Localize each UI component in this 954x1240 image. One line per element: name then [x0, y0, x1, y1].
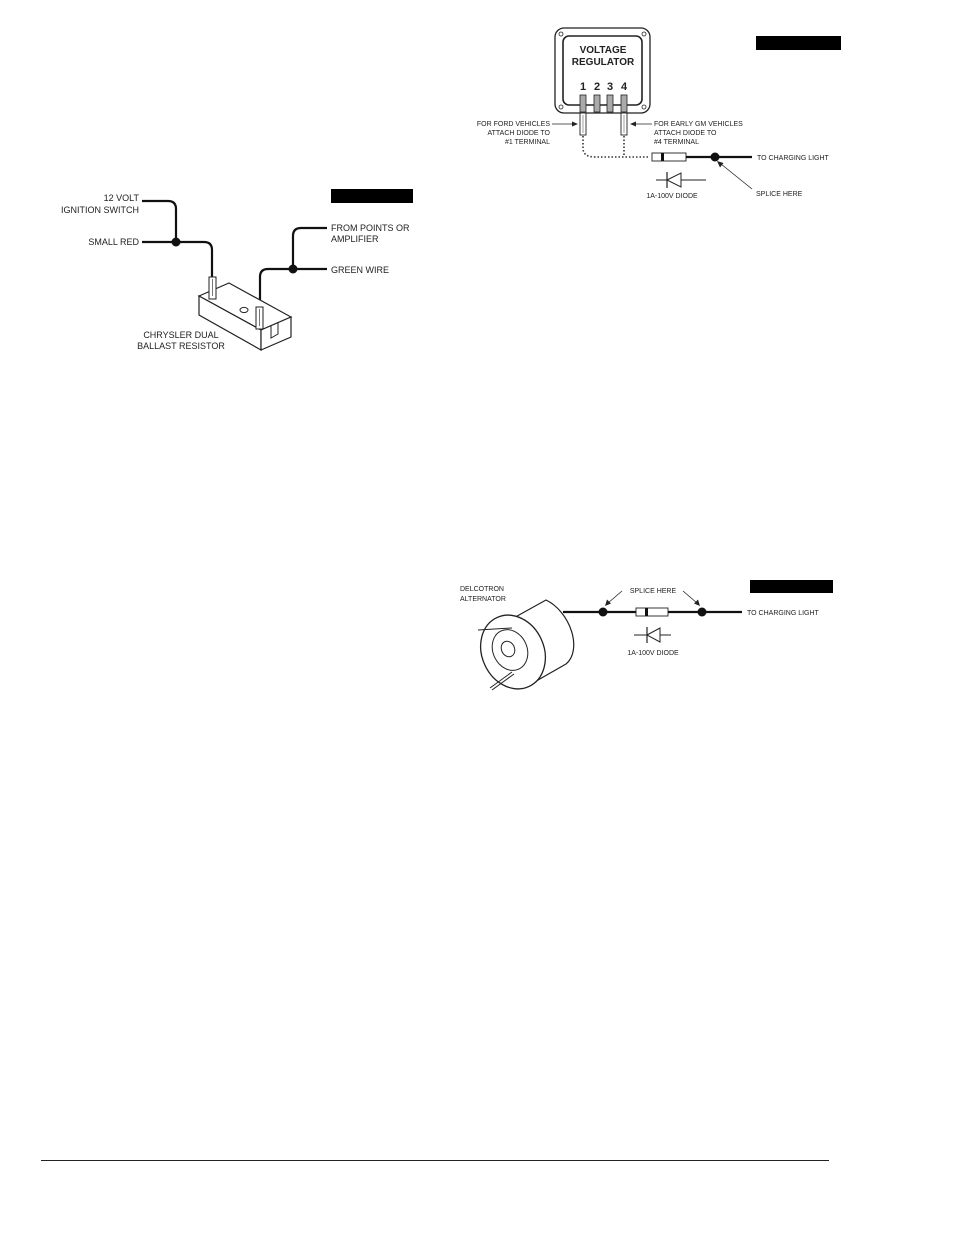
regulator-title-2: REGULATOR [572, 57, 635, 68]
gm-note-1: FOR EARLY GM VEHICLES [654, 121, 743, 128]
alternator-inline-diode [635, 607, 669, 617]
ford-pointer-arrow [552, 121, 578, 127]
gm-note-2: ATTACH DIODE TO [654, 130, 717, 137]
regulator-splice-label: SPLICE HERE [756, 191, 803, 198]
ford-dotted-lead [582, 136, 650, 158]
regulator-terminals [579, 94, 628, 136]
label-green-wire: GREEN WIRE [331, 265, 389, 275]
regulator-splice-dot [710, 152, 720, 162]
label-points-1: FROM POINTS OR [331, 223, 410, 233]
splice-dot-green [288, 264, 298, 274]
regulator-to-light: TO CHARGING LIGHT [757, 155, 830, 162]
label-resistor-1: CHRYSLER DUAL [143, 330, 218, 340]
label-ignition-2: IGNITION SWITCH [61, 205, 139, 215]
alternator-splice-arrow-left [605, 590, 623, 606]
gm-pointer-arrow [630, 121, 652, 127]
label-small-red: SMALL RED [88, 237, 139, 247]
label-points-2: AMPLIFIER [331, 234, 379, 244]
figure-voltage-regulator: VOLTAGE REGULATOR 1 2 3 4 [477, 27, 841, 200]
alternator-diode-label: 1A-100V DIODE [627, 650, 679, 657]
points-wire [291, 226, 327, 269]
figure-ballast-resistor: 12 VOLT IGNITION SWITCH SMALL RED FROM P… [61, 189, 413, 352]
alternator-splice-label: SPLICE HERE [630, 588, 677, 595]
alternator-label-1: DELCOTRON [460, 586, 504, 593]
alternator-splice-dot-2 [697, 607, 707, 617]
terminal-label-4: 4 [621, 81, 628, 93]
regulator-splice-arrow [717, 161, 753, 190]
alternator-to-light: TO CHARGING LIGHT [747, 610, 820, 617]
regulator-diode-label: 1A-100V DIODE [646, 193, 698, 200]
regulator-housing [554, 27, 651, 114]
terminal-label-2: 2 [594, 81, 600, 93]
ford-note-1: FOR FORD VEHICLES [477, 121, 550, 128]
ballast-resistor-body [197, 282, 293, 352]
label-ignition-1: 12 VOLT [104, 193, 140, 203]
gm-note-3: #4 TERMINAL [654, 139, 699, 146]
regulator-inline-diode [651, 152, 687, 162]
figure-ballast-label-bar [331, 189, 413, 203]
figure-regulator-label-bar [756, 36, 841, 50]
regulator-diode-symbol [656, 172, 706, 188]
label-resistor-2: BALLAST RESISTOR [137, 341, 225, 351]
terminal-label-3: 3 [607, 81, 613, 93]
ford-note-3: #1 TERMINAL [505, 139, 550, 146]
green-wire [258, 267, 327, 308]
resistor-terminal-left [208, 276, 217, 300]
alternator-diode-symbol [634, 627, 671, 643]
regulator-title-1: VOLTAGE [580, 45, 627, 56]
alternator-label-2: ALTERNATOR [460, 596, 506, 603]
ignition-wire [142, 199, 178, 242]
alternator-splice-arrow-right [682, 590, 700, 606]
terminal-label-1: 1 [580, 81, 586, 93]
figure-delcotron-alternator: DELCOTRON ALTERNATOR TO CHARGING LIGHT S… [460, 580, 833, 691]
figure-delcotron-label-bar [750, 580, 833, 593]
resistor-terminal-right [255, 306, 264, 330]
splice-dot-red [171, 237, 181, 247]
small-red-wire [142, 240, 214, 278]
ford-note-2: ATTACH DIODE TO [488, 130, 551, 137]
alternator-body [477, 599, 575, 691]
alternator-splice-dot-1 [598, 607, 608, 617]
